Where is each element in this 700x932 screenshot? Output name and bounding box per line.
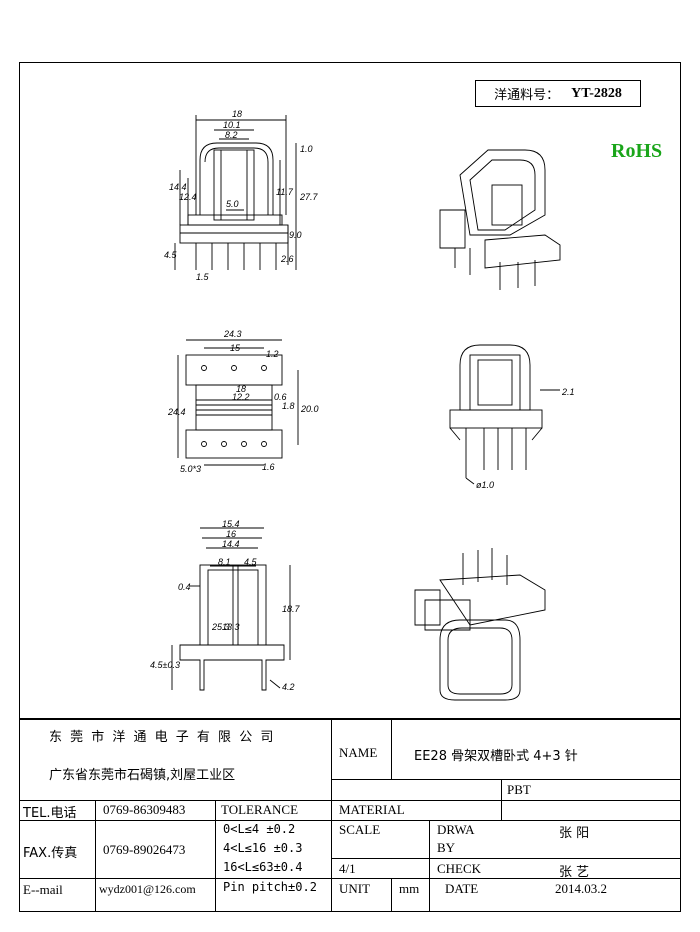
drawn-by-value: 张 阳 xyxy=(559,826,590,841)
side-view-2 xyxy=(171,527,291,691)
dim-label: 25.3 xyxy=(211,622,230,632)
dim-label: 1.2 xyxy=(266,349,279,359)
dim-label: 16 xyxy=(226,529,236,539)
dim-label: 0.6 xyxy=(274,392,287,402)
tolerance-line-2: 4<L≤16 ±0.3 xyxy=(223,841,303,855)
dim-label: 5.0 xyxy=(226,199,239,209)
email-value: wydz001@126.com xyxy=(99,882,196,896)
dim-label: 24.4 xyxy=(167,407,186,417)
dim-label: 4.5 xyxy=(244,557,258,567)
dim-label: 14.4 xyxy=(169,182,187,192)
technical-drawings: 18 10.1 8.2 1.0 14.4 12.4 11.7 27.7 5.0 … xyxy=(150,109,575,701)
name-value: EE28 骨架双槽卧式 4+3 针 xyxy=(414,749,578,764)
dim-label: 14.4 xyxy=(222,539,240,549)
dim-label: 4.5 xyxy=(164,250,178,260)
dim-label: ø1.0 xyxy=(476,480,494,490)
part-number-box: 洋通料号： YT-2828 xyxy=(475,80,641,107)
company-address: 广东省东莞市石碣镇,刘屋工业区 xyxy=(49,768,236,783)
dim-label: 1.5 xyxy=(196,272,210,282)
check-value: 张 艺 xyxy=(559,865,590,880)
part-number-label: 洋通料号： xyxy=(494,88,560,103)
dim-label: 11.7 xyxy=(276,187,294,197)
date-value: 2014.03.2 xyxy=(555,881,607,896)
isometric-view-1 xyxy=(439,149,561,290)
drawn-by-label-2: BY xyxy=(437,840,456,855)
dim-label: 2.1 xyxy=(561,387,575,397)
side-view xyxy=(449,344,560,485)
dim-label: 1.8 xyxy=(282,401,295,411)
name-label: NAME xyxy=(339,745,378,760)
top-view xyxy=(177,339,299,466)
check-label: CHECK xyxy=(437,861,482,876)
dim-label: 15 xyxy=(230,343,241,353)
dim-label: 5.0*3 xyxy=(180,464,201,474)
part-number-value: YT-2828 xyxy=(571,85,622,101)
date-label: DATE xyxy=(445,881,479,896)
dim-label: 1.0 xyxy=(300,144,313,154)
scale-label: SCALE xyxy=(339,822,381,837)
dim-label: 18 xyxy=(236,384,246,394)
dim-label: 18.7 xyxy=(282,604,301,614)
dim-label: 15.4 xyxy=(222,519,240,529)
scale-value: 4/1 xyxy=(339,861,356,876)
dim-label: 0.4 xyxy=(178,582,191,592)
tolerance-label: TOLERANCE xyxy=(221,802,299,817)
tel-value: 0769-86309483 xyxy=(103,802,186,817)
front-view xyxy=(174,115,297,270)
email-label: E--mail xyxy=(23,882,63,897)
tolerance-line-4: Pin pitch±0.2 xyxy=(223,880,317,894)
unit-label: UNIT xyxy=(339,881,371,896)
drawn-by-label-1: DRWA xyxy=(437,822,475,837)
dim-label: 2.6 xyxy=(280,254,294,264)
dim-label: 1.6 xyxy=(262,462,275,472)
dim-label: 18 xyxy=(232,109,242,119)
tel-label: TEL.电话 xyxy=(23,806,77,821)
dim-label: 9.0 xyxy=(289,230,302,240)
title-block: 东 莞 市 洋 通 电 子 有 限 公 司 广东省东莞市石碣镇,刘屋工业区 NA… xyxy=(19,718,681,912)
dim-label: 13.3 xyxy=(222,622,240,632)
company-name: 东 莞 市 洋 通 电 子 有 限 公 司 xyxy=(49,730,276,745)
material-value: PBT xyxy=(507,782,531,797)
dim-label: 24.3 xyxy=(223,329,242,339)
drawing-frame xyxy=(19,62,681,912)
dimension-labels: 18 10.1 8.2 1.0 14.4 12.4 11.7 27.7 5.0 … xyxy=(150,109,575,692)
dim-label: 12.2 xyxy=(232,392,250,402)
dim-label: 4.5±0.3 xyxy=(150,660,180,670)
tolerance-line-1: 0<L≤4 ±0.2 xyxy=(223,822,296,836)
tolerance-line-3: 16<L≤63±0.4 xyxy=(223,860,303,874)
dim-label: 20.0 xyxy=(300,404,319,414)
dim-label: 27.7 xyxy=(299,192,319,202)
dim-label: 10.1 xyxy=(223,120,241,130)
dim-label: 12.4 xyxy=(179,192,197,202)
fax-label: FAX.传真 xyxy=(23,846,78,861)
dim-label: 8.2 xyxy=(225,130,238,140)
dim-label: 8.1 xyxy=(218,557,231,567)
rohs-mark: RoHS xyxy=(611,140,663,162)
isometric-view-2 xyxy=(414,548,546,701)
fax-value: 0769-89026473 xyxy=(103,842,186,857)
unit-value: mm xyxy=(399,881,420,896)
material-label: MATERIAL xyxy=(339,802,405,817)
dim-label: 4.2 xyxy=(282,682,295,692)
